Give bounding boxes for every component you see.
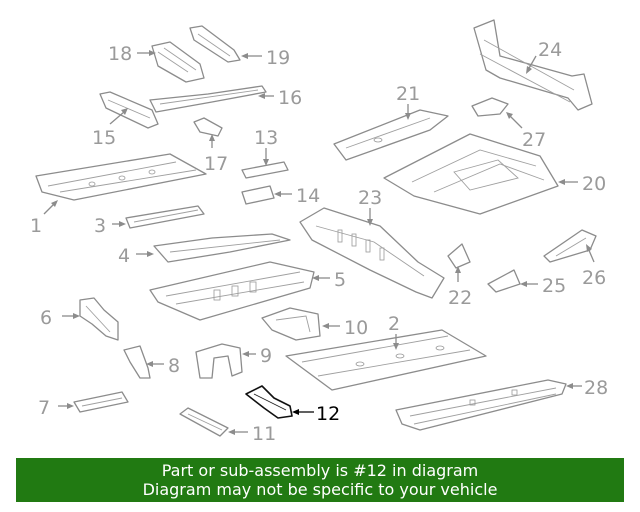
part-21: 21 bbox=[333, 83, 449, 161]
callout-5: 5 bbox=[334, 269, 346, 291]
callout-20: 20 bbox=[582, 173, 606, 195]
part-12: 12 bbox=[245, 385, 340, 425]
part-15: 15 bbox=[92, 91, 159, 149]
callout-27: 27 bbox=[522, 129, 546, 151]
callout-19: 19 bbox=[266, 47, 290, 69]
info-banner: Part or sub-assembly is #12 in diagram D… bbox=[16, 458, 624, 502]
callout-9: 9 bbox=[260, 345, 272, 367]
callout-26: 26 bbox=[582, 267, 606, 289]
callout-13: 13 bbox=[254, 127, 278, 149]
part-16: 16 bbox=[149, 85, 302, 113]
callout-6: 6 bbox=[40, 307, 52, 329]
callout-10: 10 bbox=[344, 317, 368, 339]
callout-3: 3 bbox=[94, 215, 106, 237]
part-5: 5 bbox=[149, 261, 346, 321]
callout-24: 24 bbox=[538, 39, 562, 61]
part-14: 14 bbox=[241, 185, 320, 207]
callout-4: 4 bbox=[118, 245, 130, 267]
callout-11: 11 bbox=[252, 423, 276, 445]
part-18: 18 bbox=[108, 41, 205, 83]
part-4: 4 bbox=[118, 233, 291, 267]
banner-line-1: Part or sub-assembly is #12 in diagram bbox=[161, 461, 479, 480]
part-17: 17 bbox=[193, 117, 228, 175]
part-11: 11 bbox=[179, 407, 276, 445]
callout-8: 8 bbox=[168, 355, 180, 377]
part-9: 9 bbox=[195, 343, 272, 379]
part-3: 3 bbox=[94, 205, 205, 237]
part-26: 26 bbox=[543, 229, 606, 289]
part-1: 1 bbox=[30, 153, 207, 237]
callout-17: 17 bbox=[204, 153, 228, 175]
callout-22: 22 bbox=[448, 287, 472, 309]
part-27: 27 bbox=[471, 97, 546, 151]
callout-21: 21 bbox=[396, 83, 420, 105]
part-25: 25 bbox=[487, 269, 566, 297]
callout-16: 16 bbox=[278, 87, 302, 109]
callout-2: 2 bbox=[388, 313, 400, 335]
callout-23: 23 bbox=[358, 187, 382, 209]
callout-7: 7 bbox=[38, 397, 50, 419]
part-20: 20 bbox=[383, 133, 606, 215]
part-23: 23 bbox=[299, 187, 445, 299]
callout-25: 25 bbox=[542, 275, 566, 297]
callout-1: 1 bbox=[30, 215, 42, 237]
banner-line-2: Diagram may not be specific to your vehi… bbox=[142, 480, 498, 499]
part-28: 28 bbox=[395, 377, 608, 431]
callout-12: 12 bbox=[316, 403, 340, 425]
part-24: 24 bbox=[473, 19, 593, 111]
callout-18: 18 bbox=[108, 43, 132, 65]
part-13: 13 bbox=[241, 127, 289, 179]
part-22: 22 bbox=[447, 243, 472, 309]
part-7: 7 bbox=[38, 391, 129, 419]
part-19: 19 bbox=[189, 25, 290, 69]
part-6: 6 bbox=[40, 297, 119, 341]
callout-14: 14 bbox=[296, 185, 320, 207]
parts-diagram: 18 19 15 16 17 1 bbox=[30, 19, 608, 445]
part-2: 2 bbox=[285, 313, 487, 391]
callout-28: 28 bbox=[584, 377, 608, 399]
part-8: 8 bbox=[123, 345, 180, 379]
callout-15: 15 bbox=[92, 127, 116, 149]
part-10: 10 bbox=[261, 307, 368, 341]
